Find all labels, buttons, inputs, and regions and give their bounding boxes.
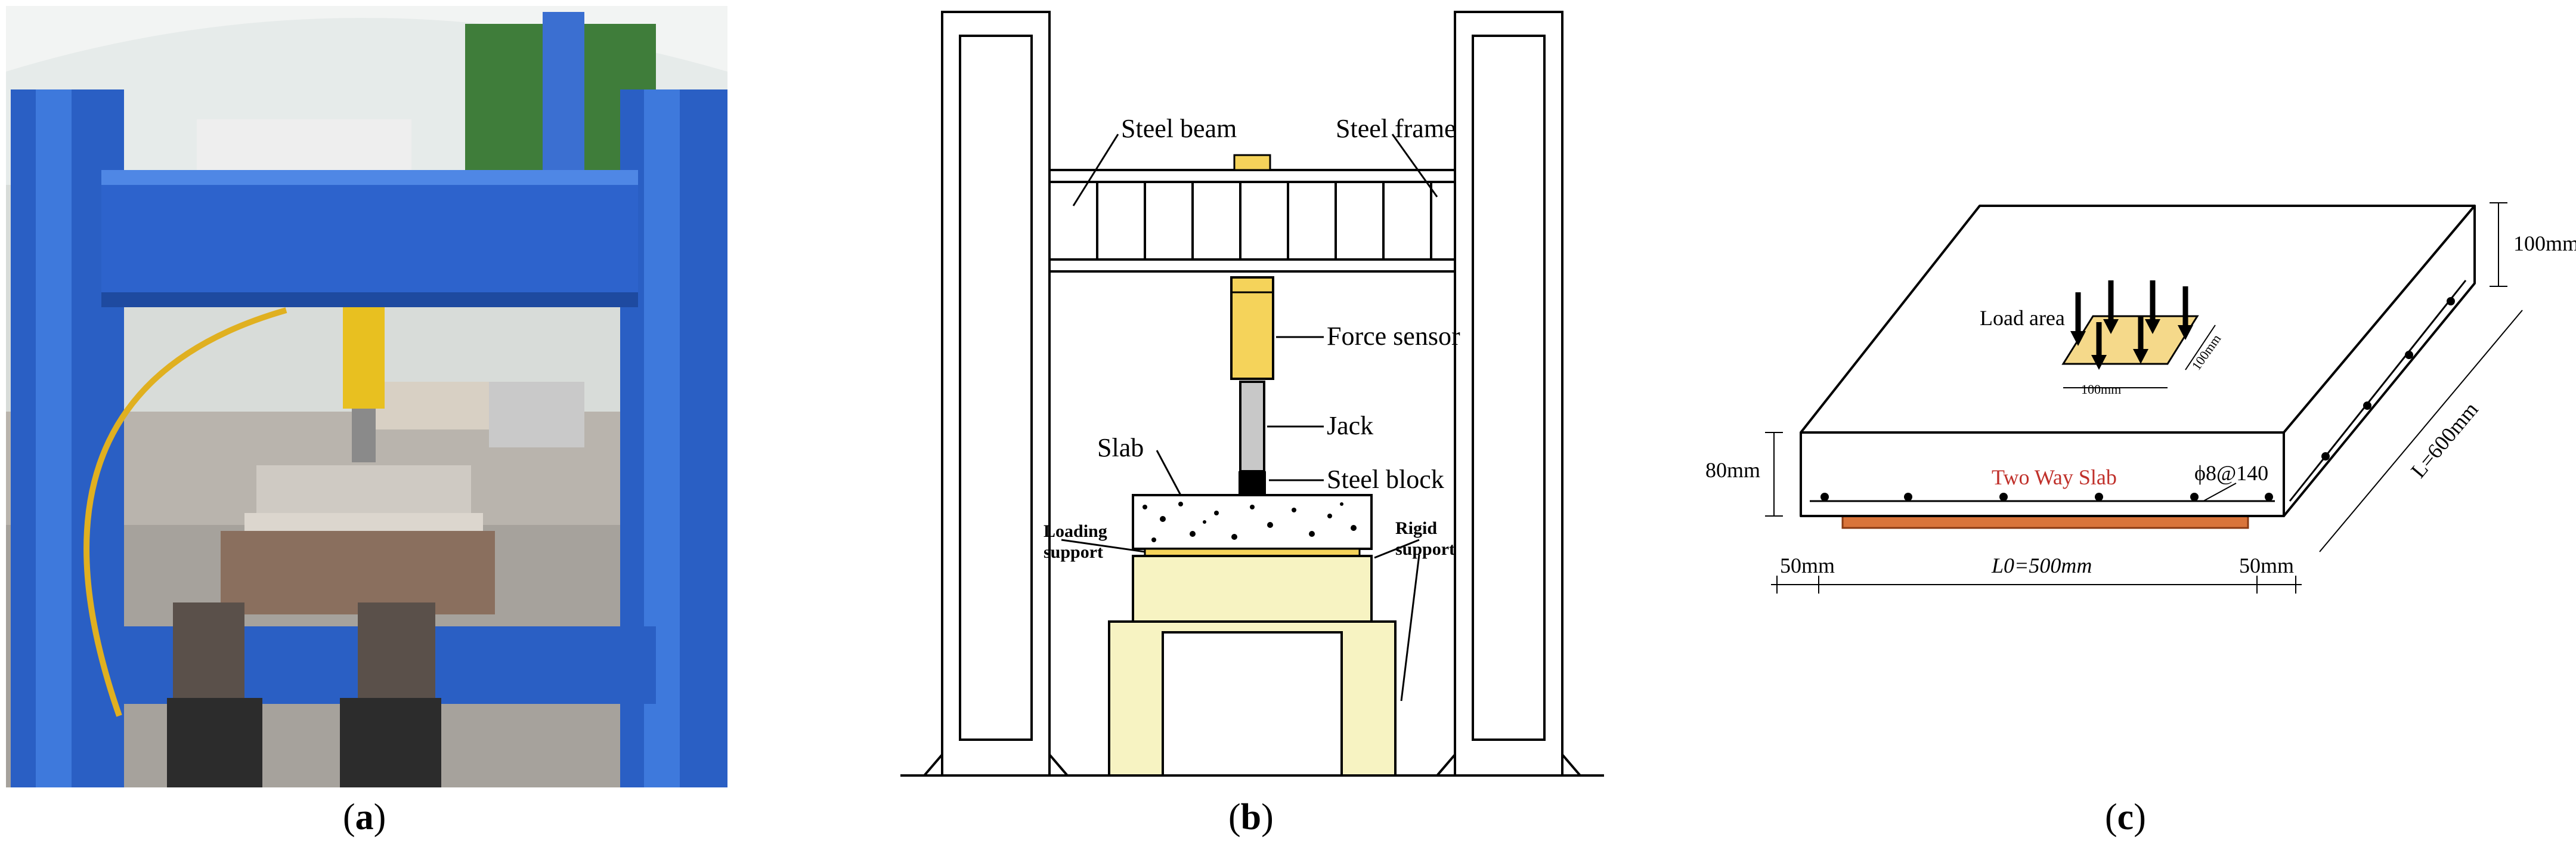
caption-b: (b) xyxy=(1228,797,1274,838)
slab-body xyxy=(1132,494,1373,550)
label-slab-name: Two Way Slab xyxy=(1992,465,2117,489)
label-loading-support-1: Loading xyxy=(1044,521,1107,541)
force-sensor xyxy=(1230,276,1274,380)
label-steel-beam: Steel beam xyxy=(1121,114,1237,143)
jack xyxy=(1239,381,1265,472)
label-rigid-support-2: support xyxy=(1395,539,1455,559)
label-jack: Jack xyxy=(1327,411,1373,440)
label-steel-block: Steel block xyxy=(1327,465,1444,494)
label-force-sensor: Force sensor xyxy=(1327,322,1460,351)
test-setup-photo xyxy=(6,6,727,787)
label-rebar: ϕ8@140 xyxy=(2194,461,2268,485)
label-right-edge: 50mm xyxy=(2239,554,2294,577)
slab-side-face xyxy=(2283,205,2476,517)
rigid-support-top xyxy=(1132,555,1373,623)
label-rigid-support-1: Rigid xyxy=(1395,518,1437,538)
label-steel-frame: Steel frame xyxy=(1336,114,1456,143)
loading-schematic: Steel beam Steel frame Force sensor Jack… xyxy=(900,11,1604,777)
label-loading-support-2: support xyxy=(1044,542,1103,562)
label-left-edge: 50mm xyxy=(1780,554,1835,577)
caption-c: (c) xyxy=(2105,797,2146,838)
steel-beam xyxy=(1048,169,1456,273)
label-slab: Slab xyxy=(1097,433,1144,462)
slab-isometric: Load area 100mm 100mm Two Way Slab ϕ8@14… xyxy=(1705,202,2576,594)
label-load-dim-w: 100mm xyxy=(2081,382,2121,397)
panel-a-photo: (a) xyxy=(0,0,739,859)
steel-block xyxy=(1239,471,1266,495)
label-load-area: Load area xyxy=(1980,306,2065,330)
label-top-thickness: 100mm xyxy=(2513,231,2576,255)
label-side-thickness: 80mm xyxy=(1705,458,1760,482)
panel-b-schematic: Steel beam Steel frame Force sensor Jack… xyxy=(883,0,1622,859)
panel-c-slab-geometry: Load area 100mm 100mm Two Way Slab ϕ8@14… xyxy=(1682,0,2576,859)
right-column xyxy=(1454,11,1563,777)
label-width: L=600mm xyxy=(2406,397,2483,482)
left-column xyxy=(941,11,1051,777)
load-arrows xyxy=(2075,280,2188,358)
label-span: L0=500mm xyxy=(1991,554,2092,577)
caption-a: (a) xyxy=(343,797,386,838)
